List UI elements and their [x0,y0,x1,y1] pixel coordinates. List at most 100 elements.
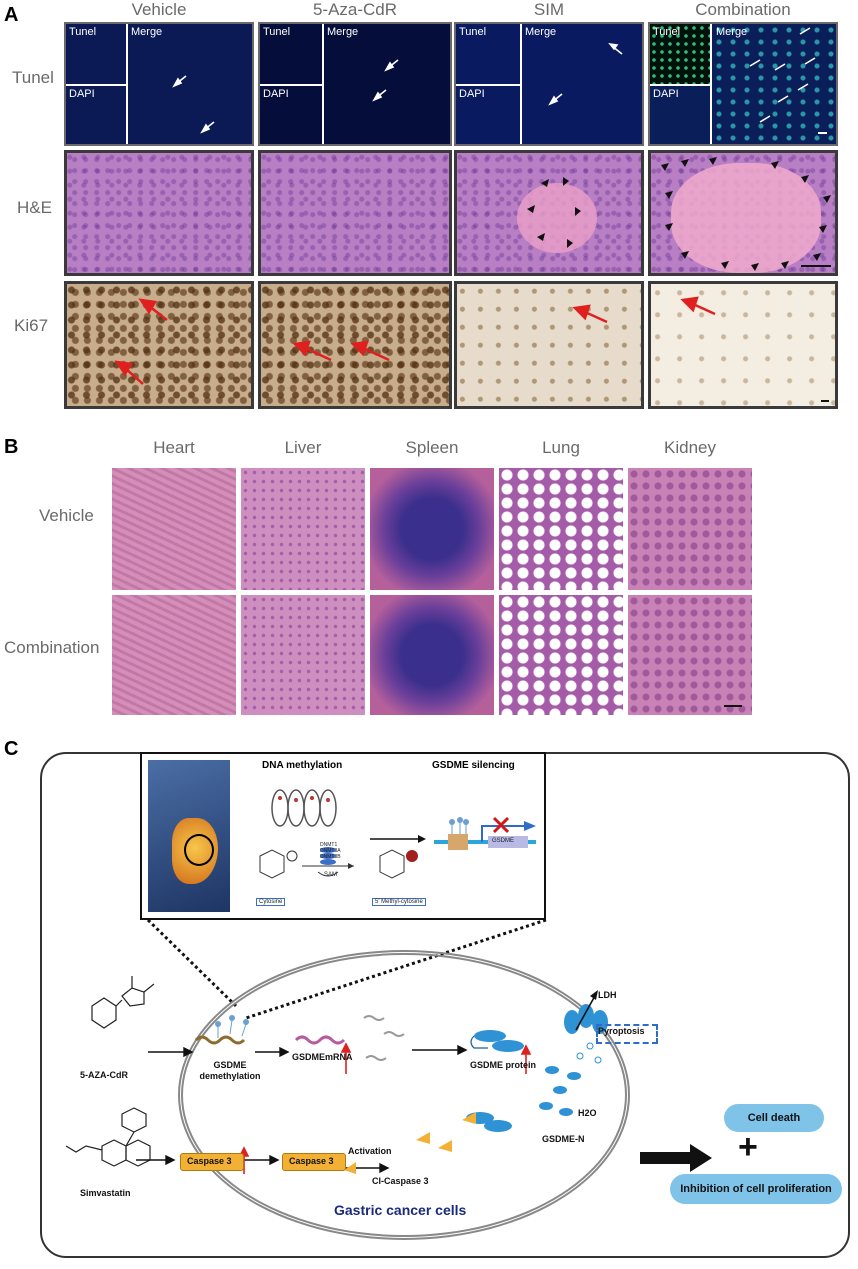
tunel-image-vehicle: Tunel DAPI Merge [64,22,254,146]
enzyme-2: DNMT3A [320,848,341,854]
sub-label-tunel: Tunel [653,26,681,38]
methyl-cytosine-label: 5' Methyl-cytosine [372,898,426,906]
gsdme-protein-label: GSDME protein [470,1060,537,1070]
lung-combination-image [499,595,623,715]
pyroptosis-box [596,1024,658,1044]
col-header-5-aza-cdr: 5-Aza-CdR [312,0,398,19]
enzyme-1: DNMT1 [320,842,338,848]
tunel-image-combination: Tunel DAPI Merge [648,22,838,146]
arrow-markers [527,177,581,248]
enzyme-3: DNMT3B [320,854,341,860]
col-header-spleen: Spleen [405,438,459,457]
arrow-markers [572,304,608,324]
gsdme-demethylation-label: GSDME demethylation [199,1060,261,1081]
liver-combination-image [241,595,365,715]
ki67-image-sim [454,281,644,409]
tunel-image-sim: Tunel DAPI Merge [454,22,644,146]
row-label-vehicle: Vehicle [39,506,94,525]
sub-label-merge: Merge [327,26,359,38]
simvastatin-structure [65,1107,151,1167]
gsdme-gene-icon [434,816,536,850]
cytosine-label: Cytosine [256,898,286,906]
sub-label-merge: Merge [131,26,163,38]
h2o-label: H2O [578,1108,597,1118]
scale-bar [724,705,742,707]
cell-death-box: Cell death [724,1104,824,1132]
heart-vehicle-image [112,468,236,590]
liver-vehicle-image [241,468,365,590]
dna-methylation-title: DNA methylation [262,760,343,771]
tunel-image-5-aza-cdr: Tunel DAPI Merge [258,22,452,146]
drug-simvastatin-label: Simvastatin [80,1188,131,1198]
he-image-5-aza-cdr [258,150,452,276]
kidney-vehicle-image [628,468,752,590]
caspase-3-active-box: Caspase 3 [282,1153,346,1171]
arrow-markers [292,340,390,362]
row-label-he: H&E [17,198,52,217]
methylation-reaction [259,847,418,879]
gsdme-n-label: GSDME-N [542,1134,585,1144]
drug-5-aza-cdr-label: 5-AZA-CdR [80,1070,128,1080]
he-image-vehicle [64,150,254,276]
row-label-ki67: Ki67 [14,316,49,335]
cell-label: Gastric cancer cells [334,1202,467,1218]
arrow-markers [372,59,399,102]
row-label-tunel: Tunel [12,68,54,87]
col-header-lung: Lung [542,438,580,457]
sub-label-tunel: Tunel [69,26,97,38]
activation-label: Activation [348,1146,392,1156]
sub-label-tunel: Tunel [459,26,487,38]
sub-label-dapi: DAPI [263,88,289,100]
arrow-markers [680,296,829,402]
spleen-combination-image [370,595,494,715]
col-header-kidney: Kidney [664,438,716,457]
sub-label-dapi: DAPI [653,88,679,100]
arrow-right-icon [370,835,426,843]
ki67-image-combination [648,281,838,409]
caspase-3-active-label: Caspase 3 [289,1156,334,1166]
col-header-sim: SIM [533,0,565,19]
col-header-liver: Liver [284,438,322,457]
sub-label-dapi: DAPI [69,88,95,100]
col-header-combination: Combination [695,0,791,19]
stomach-illustration [148,760,230,912]
row-label-combination: Combination [4,638,100,657]
panel-a-label: A [4,4,19,26]
ldh-label: LDH [598,990,617,1000]
he-image-sim [454,150,644,276]
sub-label-merge: Merge [525,26,557,38]
plus-sign: + [738,1128,758,1166]
caspase-3-box: Caspase 3 [180,1153,244,1171]
ki67-image-vehicle [64,281,254,409]
nucleosome-icon [271,789,337,827]
caspase-3-label: Caspase 3 [187,1156,232,1166]
inhibition-box: Inhibition of cell proliferation [670,1174,842,1204]
gastric-cancer-cell [178,950,630,1240]
sub-label-tunel: Tunel [263,26,291,38]
arrow-markers [749,27,827,134]
arrow-markers [172,75,215,134]
pyroptosis-label: Pyroptosis [598,1026,645,1036]
gsdme-mrna-label: GSDMEmRNA [292,1052,353,1062]
cl-caspase-3-label: Cl-Caspase 3 [372,1176,429,1186]
panel-b-label: B [4,436,19,458]
arrow-markers [114,298,168,385]
sub-label-dapi: DAPI [459,88,485,100]
kidney-combination-image [628,595,752,715]
sub-label-merge: Merge [716,26,748,38]
lung-vehicle-image [499,468,623,590]
heart-combination-image [112,595,236,715]
col-header-vehicle: Vehicle [131,0,187,19]
methylation-inset: DNA methylation GSDME silencing DNMT1 DN… [140,752,546,920]
col-header-heart: Heart [153,438,195,457]
spleen-vehicle-image [370,468,494,590]
gsdme-gene-label: GSDME [492,838,515,844]
5-aza-cdr-structure [91,976,155,1029]
he-image-combination [648,150,838,276]
panel-c-label: C [4,738,19,760]
gsdme-silencing-title: GSDME silencing [432,760,515,771]
sam-label: SAM [324,872,338,878]
arrow-markers [661,157,831,271]
ki67-image-5-aza-cdr [258,281,452,409]
